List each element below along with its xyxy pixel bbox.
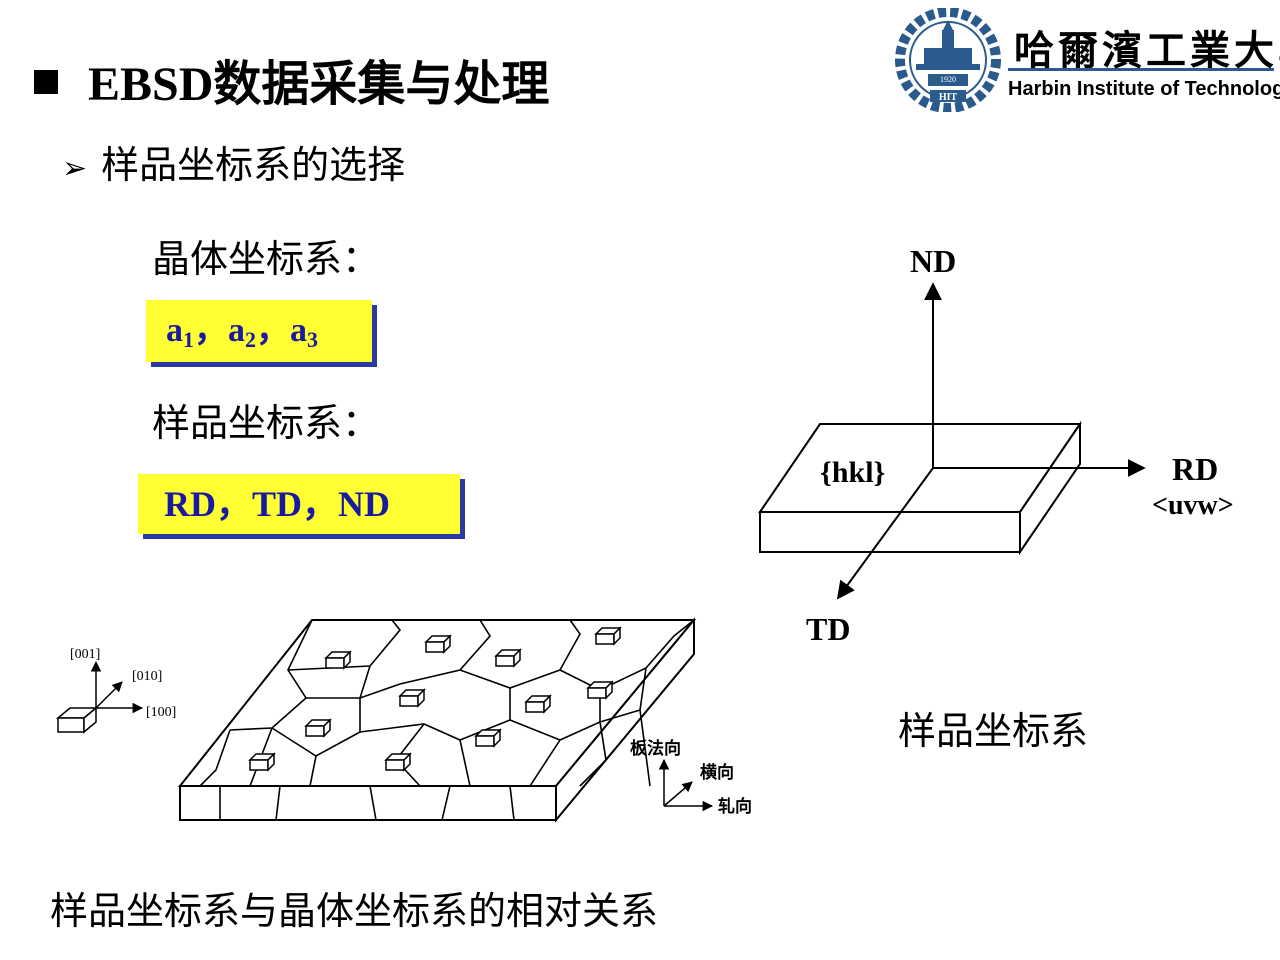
crystal-system-label: 晶体坐标系： bbox=[152, 237, 381, 281]
rd-label: RD bbox=[1172, 451, 1218, 487]
axis-a1-sub: 1 bbox=[183, 327, 194, 352]
sample-system-caption: 样品坐标系 bbox=[898, 709, 1089, 753]
bottom-caption: 样品坐标系与晶体坐标系的相对关系 bbox=[50, 889, 659, 933]
slide-title-text: EBSD数据采集与处理 bbox=[88, 58, 550, 111]
logo-abbr: HIT bbox=[939, 92, 958, 103]
dir-100-label: [100] bbox=[146, 705, 176, 720]
axis-a3-sub: 3 bbox=[307, 327, 318, 352]
logo-chinese-name: 哈爾濱工業大學 bbox=[1014, 27, 1280, 74]
dir-010-label: [010] bbox=[132, 669, 162, 684]
hkl-label: {hkl} bbox=[820, 456, 885, 489]
crystal-axes-figure: [001] [010] [100] bbox=[55, 647, 176, 734]
subtitle-text: 样品坐标系的选择 bbox=[101, 143, 406, 187]
polycrystal-diagram: [001] [010] [100] bbox=[55, 617, 752, 823]
axis-a3: a bbox=[290, 312, 307, 349]
dir-001-label: [001] bbox=[70, 647, 100, 662]
logo-year: 1920 bbox=[940, 75, 956, 84]
subtitle: ➢ 样品坐标系的选择 bbox=[62, 134, 405, 189]
slab bbox=[758, 420, 1082, 556]
transverse-direction-label: 横向 bbox=[700, 762, 734, 782]
crystal-axes-box: a1，a2，a3 bbox=[146, 300, 372, 362]
sep-2: ， bbox=[256, 312, 290, 349]
axis-a2: a bbox=[228, 312, 245, 349]
sample-direction-axes: 板法向 横向 轧向 bbox=[630, 738, 752, 816]
axis-a1: a bbox=[166, 312, 183, 349]
sample-coordinate-diagram: ND RD <uvw> TD {hkl} bbox=[758, 243, 1234, 647]
grain-cubes bbox=[248, 626, 622, 772]
logo-english-name: Harbin Institute of Technology bbox=[1008, 78, 1280, 100]
sep-1: ， bbox=[194, 312, 228, 349]
logo-divider bbox=[1008, 68, 1274, 71]
axis-a2-sub: 2 bbox=[245, 327, 256, 352]
arrow-bullet-icon: ➢ bbox=[62, 151, 88, 186]
sample-system-label: 样品坐标系： bbox=[152, 401, 381, 445]
td-axis bbox=[836, 467, 934, 600]
normal-direction-label: 板法向 bbox=[630, 738, 681, 758]
uvw-label: <uvw> bbox=[1152, 490, 1234, 521]
sample-axes-box: RD，TD，ND bbox=[138, 474, 460, 534]
slide-title: EBSD数据采集与处理 bbox=[34, 44, 549, 114]
square-bullet-icon bbox=[34, 70, 58, 94]
hit-logo: 1920 HIT bbox=[886, 7, 1016, 113]
rolling-direction-label: 轧向 bbox=[718, 796, 752, 816]
nd-label: ND bbox=[910, 243, 956, 279]
hit-emblem-icon: 1920 HIT bbox=[895, 7, 1001, 113]
td-label: TD bbox=[806, 611, 850, 647]
